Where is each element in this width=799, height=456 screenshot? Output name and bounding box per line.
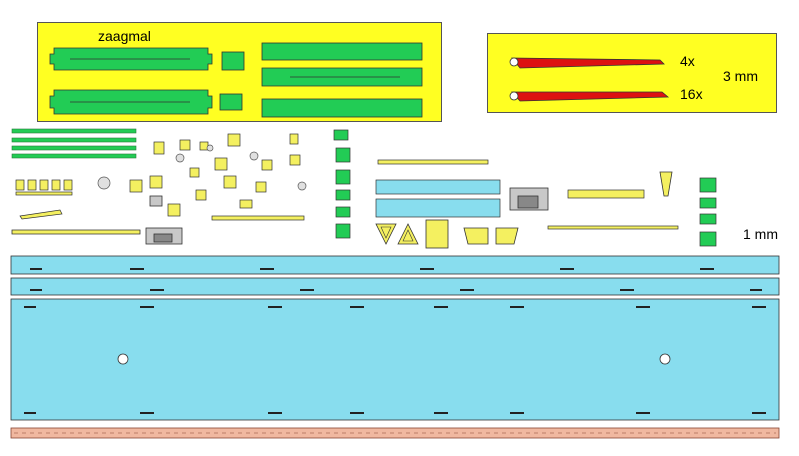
cyan-chassis-parts bbox=[375, 179, 501, 218]
gear-parts bbox=[97, 144, 307, 191]
salmon-rail-strip bbox=[10, 427, 780, 439]
red-lever-parts bbox=[509, 57, 670, 102]
cyan-long-strips bbox=[10, 255, 780, 421]
thickness-1mm-label: 1 mm bbox=[743, 226, 778, 242]
thickness-3mm-label: 3 mm bbox=[723, 68, 758, 84]
quantity-16x-label: 16x bbox=[680, 86, 703, 102]
green-axle-parts bbox=[333, 129, 717, 247]
saw-jig-parts bbox=[49, 42, 423, 118]
floor-holes bbox=[117, 353, 671, 365]
dark-bracket-parts bbox=[11, 187, 549, 245]
small-yellow-parts bbox=[15, 133, 679, 230]
green-strips bbox=[11, 128, 137, 159]
quantity-4x-label: 4x bbox=[680, 53, 695, 69]
strip-slots bbox=[24, 268, 766, 414]
saw-jig-label: zaagmal bbox=[98, 28, 151, 44]
yellow-frame-parts bbox=[375, 171, 673, 249]
